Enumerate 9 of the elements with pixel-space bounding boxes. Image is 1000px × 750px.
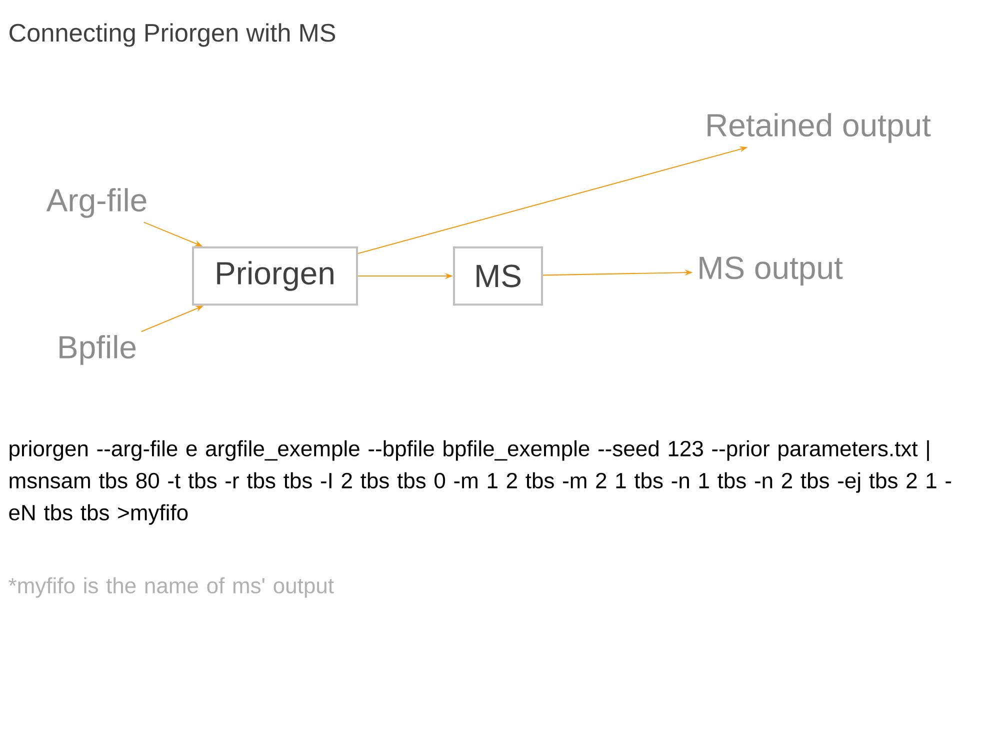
command-text: priorgen --arg-file e argfile_exemple --bpfile bpfile_exemple --seed 123 --prior parameters.txt | msnsam tbs 80 -t tbs -r tbs tbs -I 2 tbs tbs 0 -m 1 2 tbs -m 2 1 tbs -n 1 tbs -n 2 tbs -ej tbs 2 1 -eN tbs tbs >myfifo bbox=[9, 440, 952, 525]
process-box: Priorgen bbox=[192, 246, 358, 306]
process-box: MS bbox=[453, 246, 543, 306]
title: Connecting Priorgen with MS bbox=[10, 23, 336, 47]
node-label: MS output bbox=[700, 256, 843, 286]
node-label: Arg-file bbox=[46, 188, 146, 218]
node-label: Bpfile bbox=[60, 335, 136, 365]
node-label: Retained output bbox=[708, 113, 931, 143]
footnote: *myfifo is the name of ms' output bbox=[8, 577, 334, 598]
